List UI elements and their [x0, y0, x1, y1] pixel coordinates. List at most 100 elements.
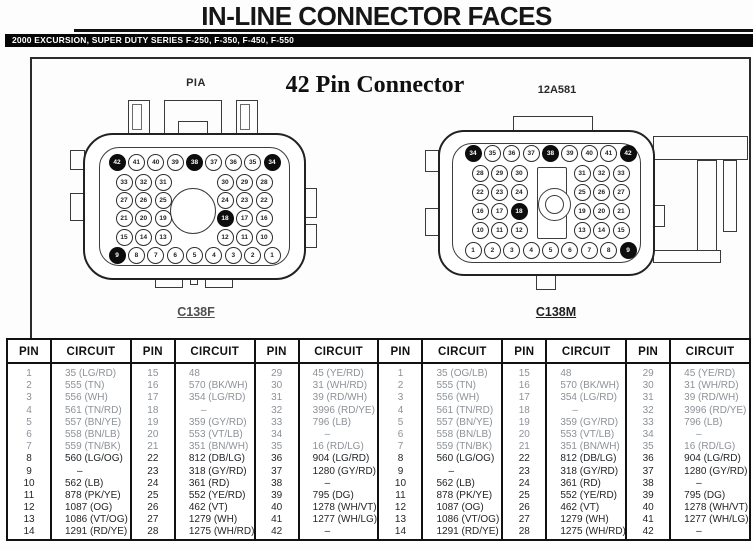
circuit-cell: 878 (PK/YE) — [65, 489, 121, 501]
pin-cell: 11 — [395, 489, 406, 501]
pin-40: 40 — [147, 153, 165, 171]
pin-38: 38 — [186, 153, 203, 171]
pin-cell: 36 — [642, 453, 654, 465]
circuit-cell: 351 (BN/WH) — [188, 441, 249, 453]
pin-12: 12 — [510, 221, 528, 239]
circuit-cell: – — [324, 526, 331, 538]
pin-cell: 35 — [642, 441, 654, 453]
circuit-cell: – — [572, 404, 578, 416]
pin-27: 27 — [612, 183, 630, 201]
pin-cell: 39 — [642, 489, 654, 501]
pin-cell: 16 — [147, 380, 159, 392]
pin-cell: 15 — [147, 368, 159, 379]
pin-34: 34 — [263, 153, 281, 171]
pin-14: 14 — [135, 228, 152, 246]
pin-cell: 8 — [397, 453, 404, 465]
pin-42: 42 — [619, 144, 637, 162]
pin-3: 3 — [224, 246, 242, 264]
circuit-cell: 16 (RD/LG) — [312, 441, 364, 453]
pin-cell: 27 — [518, 514, 530, 526]
pin-cell: 13 — [23, 514, 35, 526]
circuit-cell: – — [200, 404, 207, 416]
pin-cell: 14 — [23, 526, 35, 538]
circuit-cell: 1277 (WH/LG) — [312, 514, 378, 526]
pin-cell: 31 — [642, 392, 654, 404]
pin-21: 21 — [612, 202, 630, 220]
pin-cell: 5 — [26, 416, 32, 428]
pin-cell: 12 — [23, 502, 35, 514]
circuit-cell: 354 (LG/RD) — [560, 392, 617, 404]
pin-5: 5 — [186, 246, 203, 264]
pin-38: 38 — [542, 144, 559, 162]
circuit-cell: 555 (TN) — [65, 380, 105, 392]
pin-40: 40 — [580, 144, 598, 162]
circuit-cell: 31 (WH/RD) — [684, 380, 739, 392]
pin-14: 14 — [593, 221, 610, 239]
right-connector-bracket-rail — [723, 160, 737, 232]
pin-cell: 28 — [147, 526, 159, 538]
circuit-cell: 39 (RD/WH) — [312, 392, 368, 404]
pin-10: 10 — [255, 228, 273, 246]
pin-cell: 7 — [397, 441, 404, 453]
circuit-cell: 16 (RD/LG) — [684, 441, 736, 453]
circuit-cell: 556 (WH) — [65, 392, 108, 404]
pin-24: 24 — [216, 191, 234, 209]
pin-cell: 26 — [518, 502, 530, 514]
pin-cell: 20 — [518, 428, 530, 440]
pin-1: 1 — [263, 246, 281, 264]
pin-cell: 31 — [271, 392, 283, 404]
circuit-header: CIRCUIT — [52, 340, 130, 364]
pin-cell: 7 — [26, 441, 32, 453]
circuit-cell: 559 (TN/BK) — [436, 441, 493, 453]
circuit-cell: 1275 (WH/RD) — [560, 526, 626, 538]
circuit-cell: 31 (WH/RD) — [312, 380, 368, 392]
pin-cell: 19 — [518, 416, 530, 428]
circuit-cell: 557 (BN/YE) — [65, 416, 122, 428]
pin-cell: 11 — [23, 489, 35, 501]
pin-3: 3 — [503, 241, 521, 259]
circuit-cell: 354 (LG/RD) — [188, 392, 246, 404]
pin-7: 7 — [147, 246, 165, 264]
pin-cell: 18 — [147, 404, 159, 416]
circuit-header: CIRCUIT — [175, 340, 254, 364]
pin-36: 36 — [503, 144, 521, 162]
pin-cell: 10 — [394, 477, 407, 489]
circuit-cell: 904 (LG/RD) — [684, 453, 741, 465]
pin-cell: 1 — [26, 368, 32, 379]
pin-2: 2 — [483, 241, 501, 259]
circuit-cell: 1087 (OG) — [65, 502, 113, 514]
pin-cell: 41 — [642, 514, 654, 526]
circuit-cell: 318 (GY/RD) — [188, 465, 247, 477]
circuit-cell: 1291 (RD/YE) — [436, 526, 499, 538]
pin-cell: 18 — [518, 404, 530, 416]
pin-33: 33 — [612, 164, 630, 182]
circuit-cell: 1291 (RD/YE) — [65, 526, 128, 538]
pin-28: 28 — [255, 173, 273, 191]
pin-19: 19 — [154, 209, 172, 227]
circuit-cell: 878 (PK/YE) — [436, 489, 493, 501]
circuit-cell: 558 (BN/LB) — [436, 428, 492, 440]
pin-cell: 25 — [518, 489, 530, 501]
circuit-cell: 462 (VT) — [560, 502, 600, 514]
circuit-cell: – — [324, 477, 331, 489]
pin-cell: 22 — [518, 453, 530, 465]
pin-cell: 17 — [147, 392, 159, 404]
pin-cell: 35 — [271, 441, 283, 453]
circuit-cell: – — [696, 526, 702, 538]
circuit-cell: 557 (BN/YE) — [436, 416, 493, 428]
pin-39: 39 — [166, 153, 184, 171]
pin-26: 26 — [135, 191, 152, 209]
pin-header: PIN — [379, 340, 422, 364]
pin-23: 23 — [491, 183, 508, 201]
pin-header: PIN — [255, 340, 298, 364]
pin-cell: 3 — [26, 392, 32, 404]
